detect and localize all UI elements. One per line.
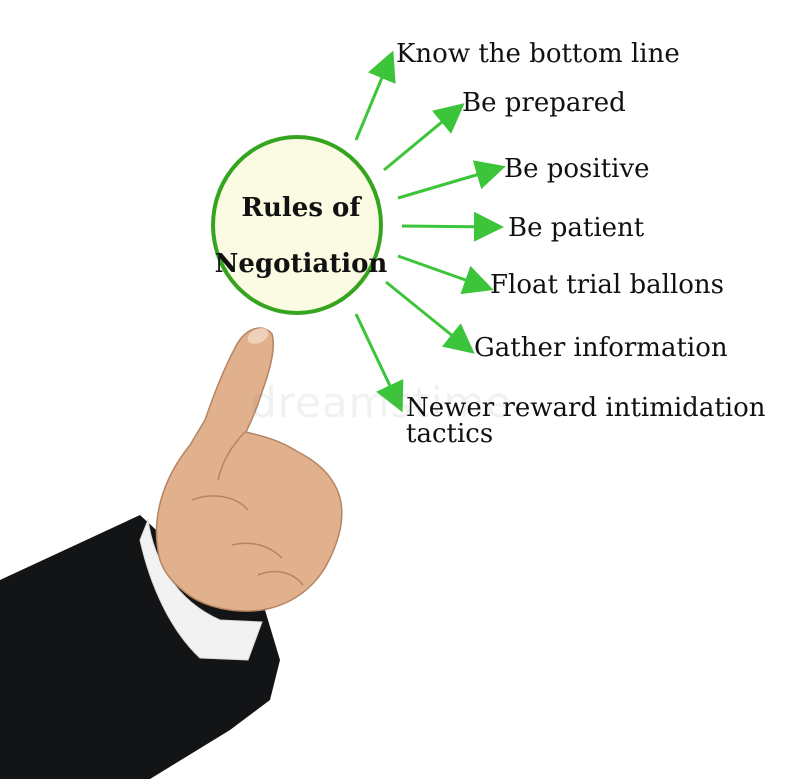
arrow-be-positive — [397, 160, 506, 200]
arrow-know-bottom-line — [354, 50, 396, 141]
arrow-newer-reward — [354, 313, 404, 413]
rule-float-trial-ballons: Float trial ballons — [490, 270, 725, 300]
rule-be-patient: Be patient — [508, 213, 645, 243]
rule-newer-reward-intimidation-tactics: Newer reward intimidation tactics — [406, 393, 766, 449]
arrow-be-prepared — [383, 103, 465, 172]
arrow-gather-information — [385, 280, 475, 354]
central-node-title-line2: Negotiation — [214, 249, 388, 279]
rule-be-positive: Be positive — [504, 154, 650, 184]
central-node-circle — [211, 135, 383, 315]
central-node-title: Rules of Negotiation — [211, 180, 391, 292]
rule-gather-information: Gather information — [474, 333, 728, 363]
rule-be-prepared: Be prepared — [462, 88, 626, 118]
arrow-float-trial-ballons — [397, 254, 494, 295]
watermark: dreamstime — [250, 378, 513, 427]
rule-know-bottom-line: Know the bottom line — [396, 39, 680, 69]
arrow-be-patient — [401, 211, 504, 242]
central-node-title-line1: Rules of — [241, 193, 361, 223]
